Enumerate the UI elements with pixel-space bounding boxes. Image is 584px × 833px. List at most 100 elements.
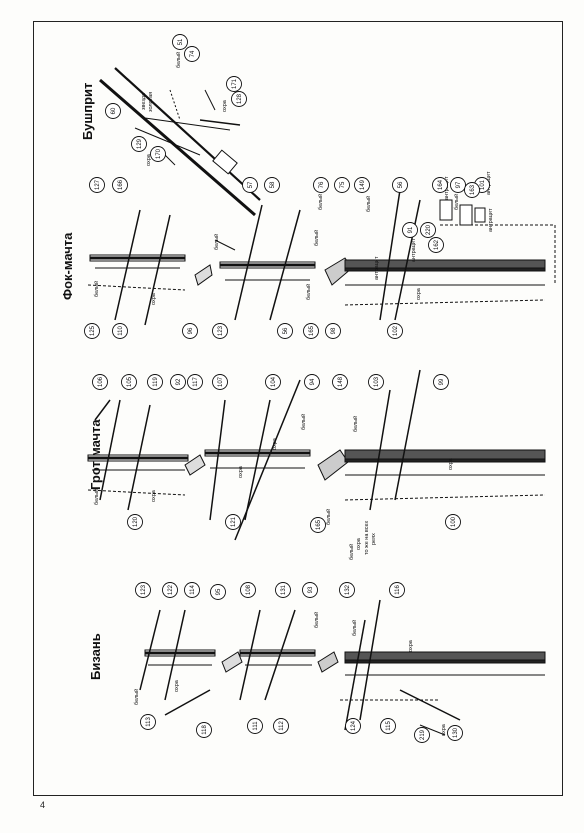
callout-mizzen-132: 132: [339, 582, 355, 598]
callout-number: 113: [146, 717, 152, 727]
callout-circle: [172, 34, 188, 50]
callout-mizzen-123: 123: [135, 582, 151, 598]
callout-number: 76: [319, 181, 325, 188]
callout-circle: [210, 584, 226, 600]
callout-mizzen-131: 131: [275, 582, 291, 598]
callout-number: 74: [190, 50, 196, 57]
callout-circle: [304, 374, 320, 390]
callout-number: 164: [438, 179, 444, 190]
callout-circle: [212, 323, 228, 339]
label-white-miz-3: белый: [351, 620, 358, 636]
callout-bowsprit-60: 60: [105, 103, 121, 119]
callout-number: 162: [434, 239, 440, 250]
callout-number: 219: [420, 729, 426, 740]
callout-circle: [325, 323, 341, 339]
callout-circle: [433, 374, 449, 390]
callout-circle: [310, 517, 326, 533]
callout-number: 117: [193, 377, 199, 387]
callout-main-107: 107: [212, 374, 228, 390]
callout-number: 125: [90, 325, 96, 336]
label-ochre-bow-2: охра: [146, 153, 152, 166]
label-white-fore-4: белый: [305, 284, 312, 300]
title-main: Грот-мачта: [88, 419, 103, 490]
callout-main-94: 94: [304, 374, 320, 390]
callout-bowsprit-171: 171: [226, 76, 242, 92]
callout-mizzen-116: 116: [389, 582, 405, 598]
callout-number: 128: [237, 93, 243, 104]
callout-circle: [445, 514, 461, 530]
label-note-2: реях: [371, 533, 377, 545]
label-white-main-4: белый: [348, 544, 355, 560]
callout-circle: [303, 323, 319, 339]
callout-circle: [428, 237, 444, 253]
callout-circle: [264, 177, 280, 193]
callout-bowsprit-51: 51: [172, 34, 188, 50]
callout-circle: [275, 582, 291, 598]
callout-circle: [334, 177, 350, 193]
label-white-main: белый: [93, 489, 100, 505]
callout-mizzen-118: 118: [196, 722, 212, 738]
callout-circle: [313, 177, 329, 193]
label-white-fore: белый: [93, 281, 100, 297]
label-anchor-fore: антрацит: [374, 256, 380, 280]
label-white-fore-6: белый: [365, 196, 372, 212]
callout-number: 94: [310, 378, 316, 385]
label-note-1: то же на всех: [364, 521, 370, 555]
callout-circle: [273, 718, 289, 734]
main-mast-group: [87, 369, 546, 541]
callout-main-92: 92: [170, 374, 186, 390]
callout-circle: [184, 46, 200, 62]
callout-number: 98: [331, 327, 337, 334]
callout-number: 111: [253, 721, 259, 731]
callout-fore-149: 149: [354, 177, 370, 193]
callout-number: 56: [283, 327, 289, 334]
callout-bowsprit-128: 128: [231, 91, 247, 107]
callout-main-120: 120: [127, 514, 143, 530]
callout-number: 165: [316, 519, 322, 530]
callout-circle: [105, 103, 121, 119]
callout-number: 100: [451, 516, 457, 527]
callout-fore-98: 98: [325, 323, 341, 339]
callout-circle: [131, 136, 147, 152]
callout-number: 166: [118, 179, 124, 190]
label-white-bow: белый: [175, 52, 182, 68]
callout-circle: [242, 177, 258, 193]
callout-main-148: 148: [332, 374, 348, 390]
text-labels: белый охра белый белый белый белый белый…: [93, 52, 494, 736]
label-ochre-bow: охра: [222, 99, 228, 112]
label-ochre-main: охра: [151, 489, 157, 502]
callout-mizzen-93: 93: [302, 582, 318, 598]
callout-mizzen-219: 219: [414, 727, 430, 743]
callout-circle: [196, 722, 212, 738]
label-ochre-miz-3: охра: [441, 723, 447, 736]
callout-number: 56: [398, 181, 404, 188]
callout-number: 93: [308, 586, 314, 593]
callout-circle: [150, 146, 166, 162]
callout-number: 121: [231, 516, 237, 527]
title-fore: Фок-мачта: [60, 232, 75, 300]
callout-circle: [277, 323, 293, 339]
callout-number: 114: [190, 585, 196, 595]
label-white-main-5: белый: [352, 416, 359, 432]
callout-number: 91: [408, 226, 414, 233]
callout-circle: [345, 718, 361, 734]
callout-fore-127: 127: [89, 177, 105, 193]
callout-main-103: 103: [368, 374, 384, 390]
callout-fore-102: 102: [387, 323, 403, 339]
callout-number: 57: [248, 181, 254, 188]
callout-circle: [339, 582, 355, 598]
label-ochre-main-5: охра: [448, 457, 454, 470]
callout-circle: [170, 374, 186, 390]
callout-fore-57: 57: [242, 177, 258, 193]
callout-fore-162: 162: [428, 237, 444, 253]
callout-circle: [140, 714, 156, 730]
callout-fore-165b: 165: [303, 323, 319, 339]
title-bowsprit: Бушприт: [80, 83, 95, 140]
callout-number: 163: [470, 184, 476, 195]
callout-circle: [368, 374, 384, 390]
callout-number: 165: [309, 325, 315, 336]
callout-number: 149: [360, 179, 366, 190]
callout-number: 148: [338, 376, 344, 387]
callout-number: 95: [216, 588, 222, 595]
